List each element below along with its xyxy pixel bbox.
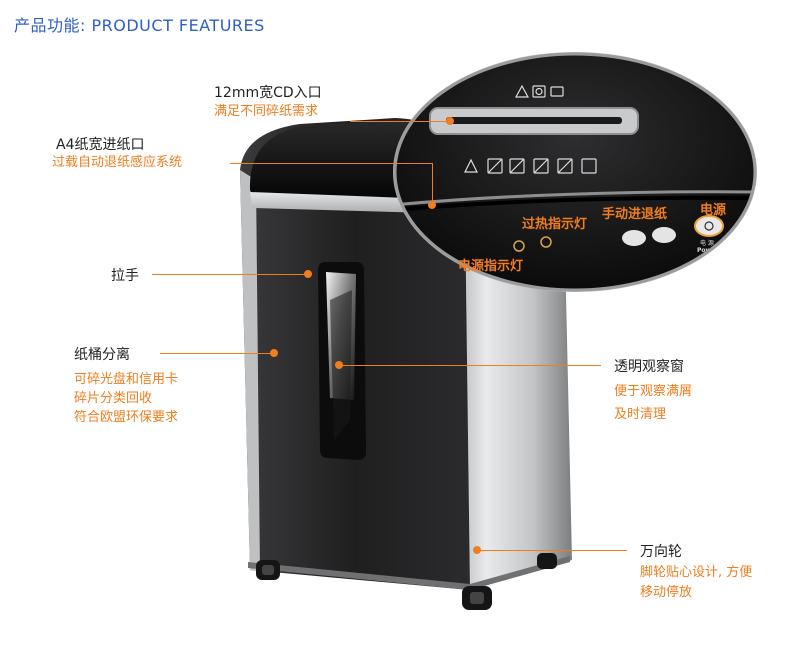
handle-label: 拉手 xyxy=(111,268,139,284)
wheels-leader xyxy=(477,550,627,551)
warning-icon xyxy=(464,158,478,173)
wheel-front-right xyxy=(462,586,492,610)
bin-leader xyxy=(160,353,274,354)
a4-slot-dot xyxy=(428,201,436,209)
cd-slot-desc: 满足不同碎纸需求 xyxy=(214,104,319,119)
a4-slot-desc: 过载自动退纸感应系统 xyxy=(52,155,183,170)
bin-dot xyxy=(270,349,278,357)
bin-desc-1: 可碎光盘和信用卡 xyxy=(74,372,179,387)
overheat-indicator-light xyxy=(540,236,552,248)
no-spray-icon xyxy=(557,158,573,174)
power-button[interactable] xyxy=(694,215,724,237)
manual-feed-label: 手动进退纸 xyxy=(602,207,668,222)
control-panel-zoom: 电 源 Power xyxy=(393,52,757,292)
no-hand-icon xyxy=(487,158,503,174)
window-leader xyxy=(339,365,601,366)
no-tie-icon xyxy=(509,158,525,174)
bin-label: 纸桶分离 xyxy=(74,347,130,363)
feed-reverse-button[interactable] xyxy=(652,227,676,243)
paper-icon xyxy=(581,158,597,174)
card-icon xyxy=(550,86,564,97)
window-label: 透明观察窗 xyxy=(614,359,684,375)
window-desc-1: 便于观察满屑 xyxy=(614,384,693,399)
a4-slot-leader xyxy=(230,163,432,164)
wheel-back-right xyxy=(537,553,557,569)
cd-slot-dot xyxy=(446,117,454,125)
cd-icon xyxy=(532,85,546,98)
feed-forward-button[interactable] xyxy=(622,230,646,246)
power-label: 电源 xyxy=(700,203,727,218)
window-desc-2: 及时清理 xyxy=(614,407,667,422)
cd-slot-label: 12mm宽CD入口 xyxy=(214,85,322,101)
power-indicator-label: 电源指示灯 xyxy=(458,259,524,274)
warning-icon xyxy=(514,84,530,98)
wheels-label: 万向轮 xyxy=(640,544,682,560)
wheels-desc-1: 脚轮贴心设计, 方便 xyxy=(640,565,753,580)
page-title: 产品功能: PRODUCT FEATURES xyxy=(14,16,265,35)
cd-slot-leader xyxy=(350,121,450,122)
bin-desc-3: 符合欧盟环保要求 xyxy=(74,410,179,425)
wheel-front-left xyxy=(256,560,280,580)
wheels-desc-2: 移动停放 xyxy=(640,585,693,600)
power-indicator-light xyxy=(513,240,525,252)
svg-text:电 源: 电 源 xyxy=(700,239,714,247)
handle-dot xyxy=(304,270,312,278)
power-icon xyxy=(704,221,714,231)
a4-slot-label: A4纸宽进纸口 xyxy=(56,137,145,153)
no-hair-icon xyxy=(533,158,549,174)
overheat-indicator-label: 过热指示灯 xyxy=(522,217,588,232)
handle-leader xyxy=(152,274,308,275)
bin-desc-2: 碎片分类回收 xyxy=(74,391,153,406)
